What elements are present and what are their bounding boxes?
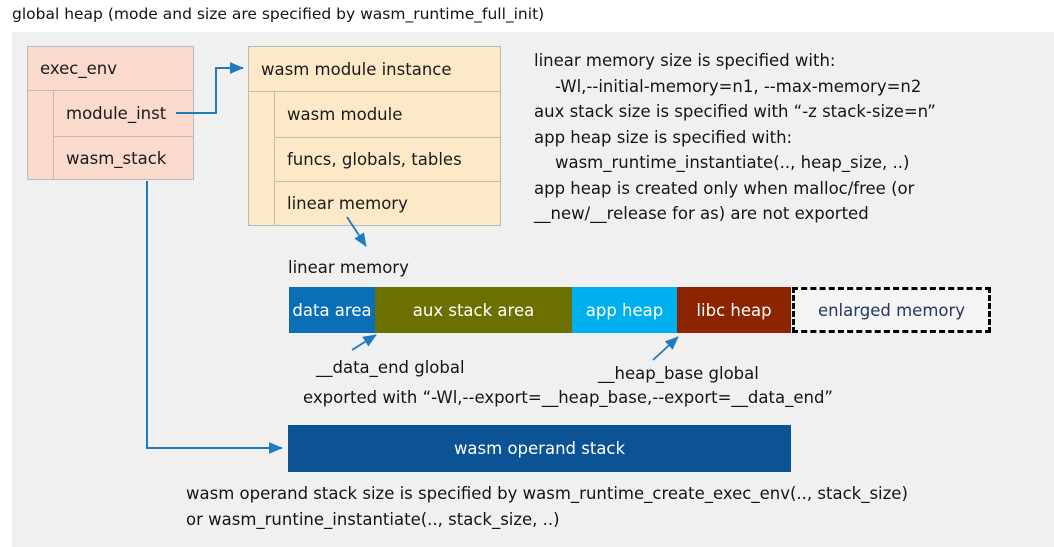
exec-env-box: exec_env module_inst wasm_stack bbox=[27, 46, 194, 180]
wasm-module-instance-gutter bbox=[249, 92, 275, 226]
annotation-data-end: __data_end global bbox=[316, 358, 465, 377]
memory-segment-enlarged-memory: enlarged memory bbox=[792, 287, 991, 333]
memory-segment-aux-stack-area: aux stack area bbox=[375, 287, 572, 333]
wasm-module-instance-header: wasm module instance bbox=[249, 47, 500, 92]
exec-env-gutter bbox=[28, 91, 54, 180]
linear-memory-note: linear memory size is specified with: -W… bbox=[534, 51, 936, 223]
page-title: global heap (mode and size are specified… bbox=[12, 5, 545, 23]
wasm-module-instance-rows: wasm module funcs, globals, tables linea… bbox=[275, 92, 500, 226]
module-instance-field-funcs-globals-tables: funcs, globals, tables bbox=[275, 136, 500, 182]
exec-env-rows: module_inst wasm_stack bbox=[54, 91, 193, 180]
exec-env-body: module_inst wasm_stack bbox=[28, 91, 193, 180]
wasm-module-instance-body: wasm module funcs, globals, tables linea… bbox=[249, 92, 500, 226]
module-instance-field-linear-memory: linear memory bbox=[275, 181, 500, 226]
memory-segment-libc-heap: libc heap bbox=[677, 287, 791, 333]
memory-segment-data-area: data area bbox=[289, 287, 375, 333]
memory-segment-app-heap: app heap bbox=[572, 287, 677, 333]
annotation-exported: exported with “-Wl,--export=__heap_base,… bbox=[303, 388, 833, 407]
wasm-module-instance-box: wasm module instance wasm module funcs, … bbox=[248, 46, 501, 226]
exec-env-field-module-inst: module_inst bbox=[66, 103, 167, 123]
operand-stack-note: wasm operand stack size is specified by … bbox=[186, 484, 908, 529]
exec-env-field-wasm-stack: wasm_stack bbox=[54, 135, 193, 181]
annotation-heap-base: __heap_base global bbox=[598, 364, 759, 383]
exec-env-header: exec_env bbox=[28, 47, 193, 91]
module-instance-field-wasm-module: wasm module bbox=[287, 104, 403, 124]
linear-memory-bar-label: linear memory bbox=[288, 258, 409, 277]
wasm-operand-stack-box: wasm operand stack bbox=[288, 425, 791, 472]
